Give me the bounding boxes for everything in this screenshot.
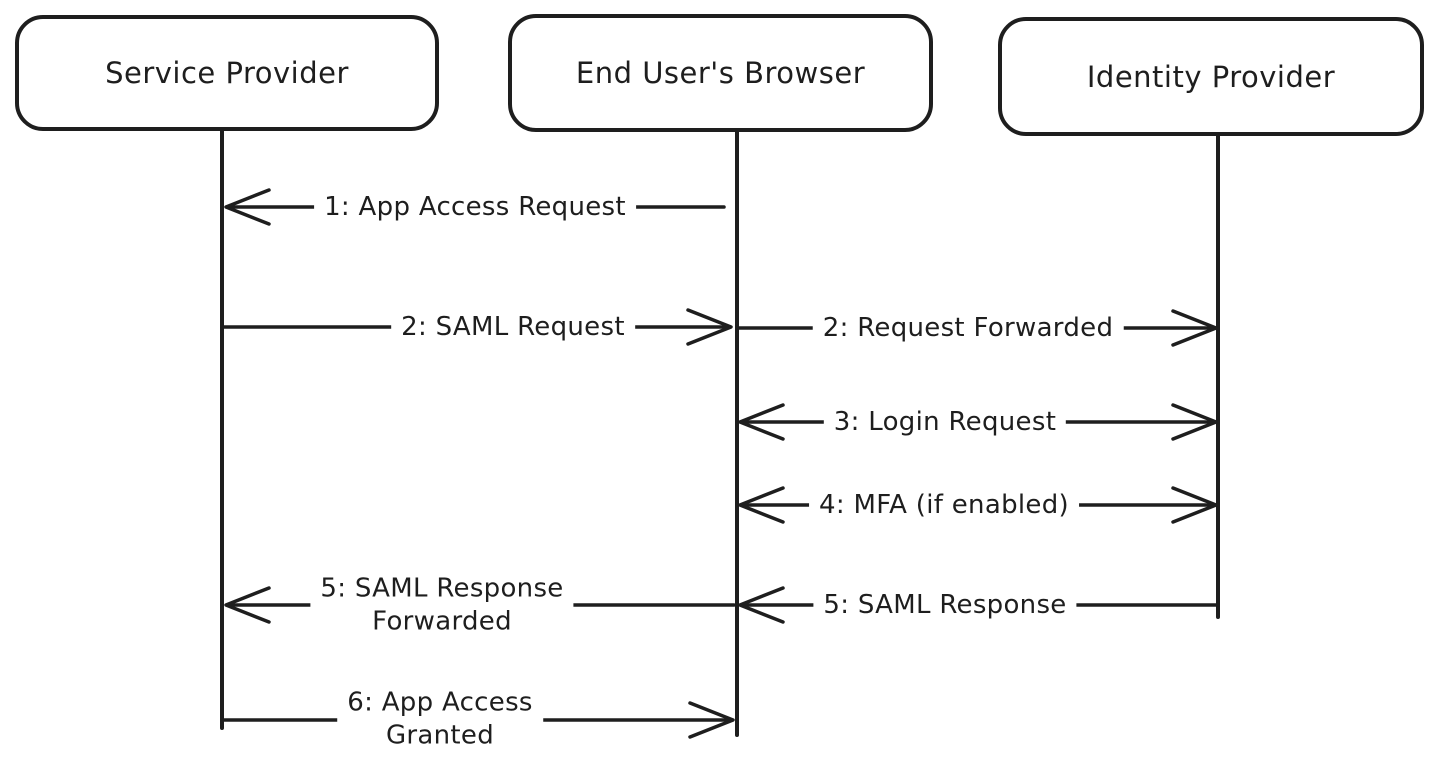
message-2-saml-request-label: 2: SAML Request	[391, 307, 635, 347]
message-5-forwarded-arrowhead-left-icon	[224, 586, 271, 624]
message-5-response-label: 5: SAML Response	[813, 585, 1077, 625]
message-4-arrowhead-right-icon	[1171, 486, 1218, 524]
message-4-label: 4: MFA (if enabled)	[809, 485, 1079, 525]
message-5-response-arrowhead-left-icon	[738, 586, 785, 624]
actor-box-service-provider: Service Provider	[15, 15, 439, 131]
message-5-forwarded-label: 5: SAML Response Forwarded	[310, 569, 574, 641]
message-3-arrowhead-right-icon	[1171, 403, 1218, 441]
message-2-saml-request-arrowhead-right-icon	[686, 308, 733, 346]
message-1-label: 1: App Access Request	[314, 187, 636, 227]
message-2-request-forwarded-label: 2: Request Forwarded	[812, 308, 1124, 348]
message-6-arrowhead-right-icon	[688, 701, 735, 739]
message-6-label: 6: App Access Granted	[337, 683, 543, 755]
actor-box-end-users-browser: End User's Browser	[508, 14, 933, 132]
message-1-arrowhead-left-icon	[224, 188, 271, 226]
message-3-arrowhead-left-icon	[738, 403, 785, 441]
actor-label-identity-provider: Identity Provider	[1086, 59, 1336, 94]
actor-label-end-users-browser: End User's Browser	[575, 56, 866, 90]
actor-label-service-provider: Service Provider	[105, 56, 349, 90]
message-4-arrowhead-left-icon	[738, 486, 785, 524]
message-2-request-forwarded-arrowhead-right-icon	[1171, 309, 1218, 347]
actor-box-identity-provider: Identity Provider	[998, 17, 1424, 136]
message-3-label: 3: Login Request	[823, 402, 1067, 442]
